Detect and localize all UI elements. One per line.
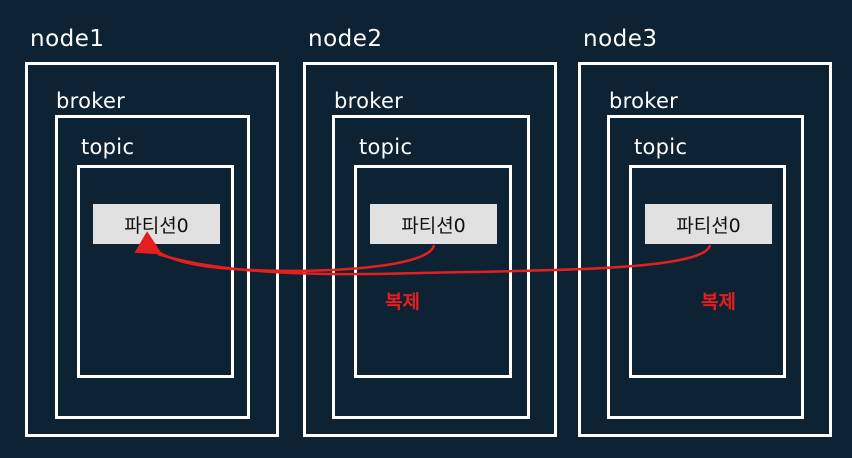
node2-broker-box: [332, 115, 530, 419]
node3-topic-label: topic: [634, 135, 688, 159]
replication-arrow-node3: [157, 244, 712, 276]
node3-topic-box: [629, 165, 786, 378]
node3-partition: 파티션0: [645, 204, 772, 244]
replication-label-node3: 복제: [701, 291, 736, 313]
node1-box: [25, 62, 279, 437]
node3-broker-label: broker: [609, 89, 679, 113]
node1-topic-box: [77, 165, 234, 378]
node3-box: [578, 62, 832, 437]
node1-broker-box: [55, 115, 250, 419]
replication-arrow-node2: [134, 231, 436, 273]
node1-broker-label: broker: [56, 89, 126, 113]
node3-label: node3: [583, 26, 658, 52]
replication-label-node2: 복제: [385, 291, 420, 313]
node2-label: node2: [308, 26, 383, 52]
node2-broker-label: broker: [334, 89, 404, 113]
node1-topic-label: topic: [81, 135, 135, 159]
node2-box: [303, 62, 557, 437]
node2-topic-label: topic: [359, 135, 413, 159]
node1-label: node1: [30, 26, 105, 52]
node2-partition: 파티션0: [370, 204, 497, 244]
